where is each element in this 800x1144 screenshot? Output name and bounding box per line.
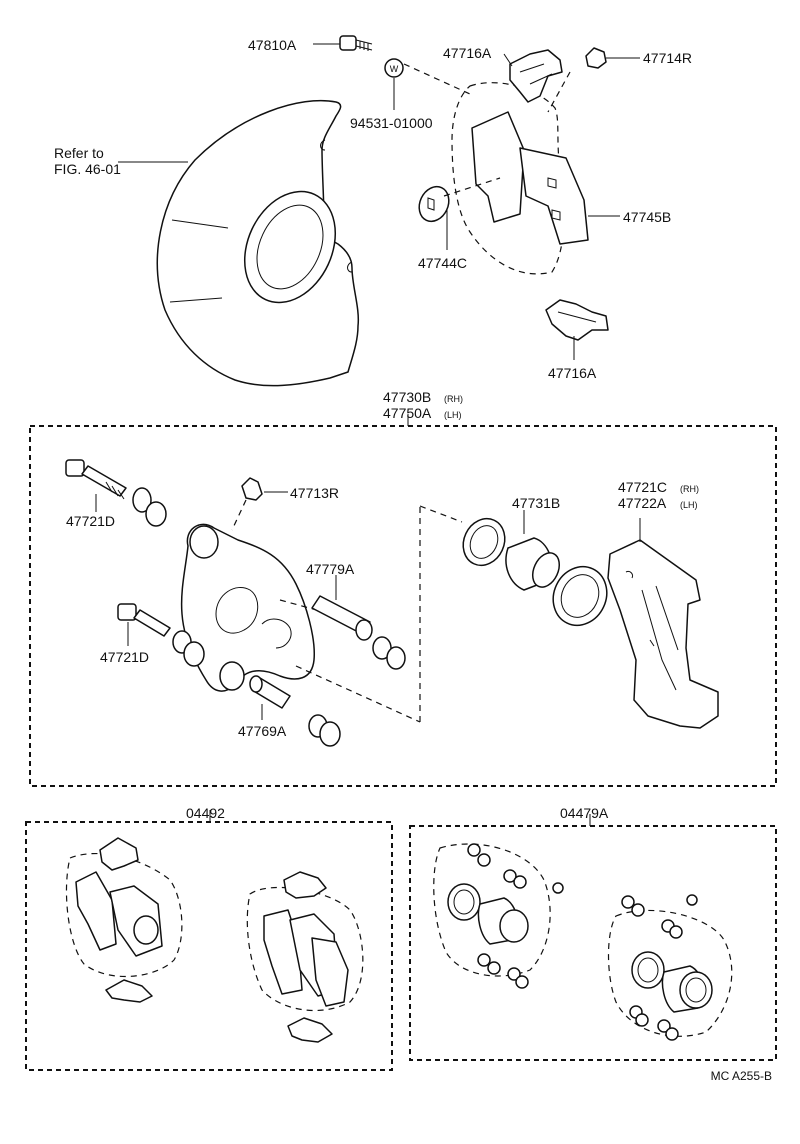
boot-pin-drawing xyxy=(372,636,406,670)
label-47731B: 47731B xyxy=(512,495,560,511)
caliper-assembly-box xyxy=(29,425,777,787)
label-47721C-side: (RH) xyxy=(680,484,699,494)
label-47745B: 47745B xyxy=(623,209,671,225)
clip-top-drawing xyxy=(509,49,563,103)
refer-note-line1: Refer to xyxy=(54,145,104,161)
label-47721C: 47721C xyxy=(618,479,667,495)
label-assembly-lh-side: (LH) xyxy=(444,410,462,420)
seal-kit-right-drawing xyxy=(607,894,733,1041)
mounting-bracket-drawing xyxy=(607,539,719,729)
refer-note-line2: FIG. 46-01 xyxy=(54,161,121,177)
label-47721D-bottom: 47721D xyxy=(100,649,149,665)
label-47769A: 47769A xyxy=(238,723,287,739)
bolt-47810A-drawing xyxy=(339,35,373,51)
pin-47779A-drawing xyxy=(311,595,373,641)
label-47716A-bottom: 47716A xyxy=(548,365,597,381)
pad-kit-left-drawing xyxy=(65,837,183,1003)
label-47721D-top: 47721D xyxy=(66,513,115,529)
clip-bottom-drawing xyxy=(545,299,609,341)
label-47722A-side: (LH) xyxy=(680,500,698,510)
label-kit-04492: 04492 xyxy=(186,805,225,821)
seal-kit-left-drawing xyxy=(433,843,564,989)
label-47714R: 47714R xyxy=(643,50,692,66)
pad-kit-box xyxy=(25,821,393,1071)
label-94531-01000: 94531-01000 xyxy=(350,115,433,131)
figure-code: MC A255-B xyxy=(711,1069,772,1083)
boot-47769A-drawing xyxy=(308,714,341,747)
label-assembly-rh: 47730B xyxy=(383,389,431,405)
shim-47744C-drawing xyxy=(418,185,450,223)
label-47722A: 47722A xyxy=(618,495,667,511)
bolt-47721D-bottom-drawing xyxy=(117,603,171,637)
label-47779A: 47779A xyxy=(306,561,355,577)
piston-seal-set-drawing xyxy=(462,517,608,627)
label-47716A-top: 47716A xyxy=(443,45,492,61)
plug-47714R-drawing xyxy=(585,47,607,69)
washer-mark: W xyxy=(390,64,399,74)
label-kit-04479A: 04479A xyxy=(560,805,609,821)
bolt-47721D-top-drawing xyxy=(65,459,127,500)
label-assembly-lh: 47750A xyxy=(383,405,432,421)
caliper-body-drawing xyxy=(180,523,315,692)
bleeder-47713R-drawing xyxy=(241,477,263,501)
pin-47769A-drawing xyxy=(249,675,291,709)
pad-kit-right-drawing xyxy=(246,871,364,1043)
boot-bottom-drawing xyxy=(172,630,205,667)
seal-kit-box xyxy=(409,825,777,1061)
label-47744C: 47744C xyxy=(418,255,467,271)
label-47713R: 47713R xyxy=(290,485,339,501)
label-47810A: 47810A xyxy=(248,37,297,53)
dust-shield-drawing xyxy=(156,99,360,387)
label-assembly-rh-side: (RH) xyxy=(444,394,463,404)
pad-caliper-drawing xyxy=(451,82,589,275)
boot-top-drawing xyxy=(132,487,167,527)
washer-drawing: W xyxy=(384,58,404,78)
